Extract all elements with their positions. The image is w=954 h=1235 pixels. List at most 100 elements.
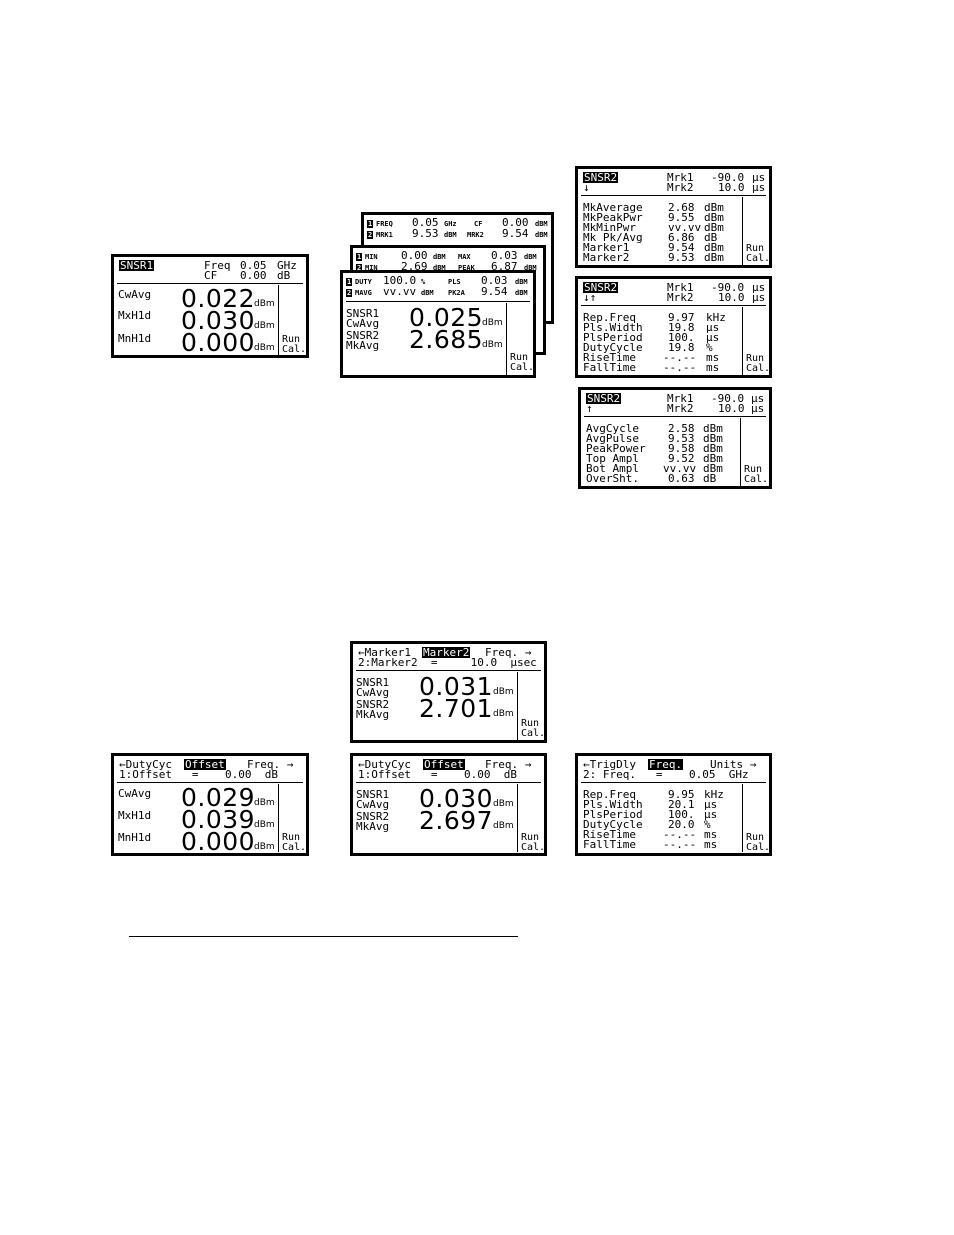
- divider: [278, 285, 279, 355]
- line1-label2: CF: [474, 220, 483, 228]
- line2-unit: dBM: [421, 289, 434, 297]
- edit-line[interactable]: 2:Marker2 = 10.0 µsec: [358, 656, 537, 669]
- sensor1-label: SNSR1: [356, 676, 390, 689]
- row-unit: kHz: [706, 311, 726, 324]
- menu-prev-item[interactable]: ←DutyCyc: [358, 758, 411, 771]
- row-label: PlsPeriod: [583, 808, 643, 821]
- sensor2-row-label: MkAvg: [356, 820, 390, 833]
- sensor1-value: 0.031: [419, 672, 494, 701]
- row-unit: dBm: [254, 798, 275, 808]
- cal-softkey[interactable]: Cal.: [744, 474, 769, 485]
- cal-softkey[interactable]: Cal.: [521, 728, 546, 739]
- sensor-label: SNSR2: [586, 392, 622, 405]
- row-value: 2.58: [668, 422, 695, 435]
- run-softkey[interactable]: Run: [510, 352, 529, 363]
- line2-label: MRK1: [376, 231, 393, 239]
- line2-value2: 9.54: [481, 285, 508, 298]
- row-label: CwAvg: [118, 288, 152, 301]
- row-label: Top Ampl: [586, 452, 639, 465]
- row-value: 9.54: [668, 241, 695, 254]
- row-label: CwAvg: [118, 787, 152, 800]
- edit-line[interactable]: 1:Offset = 0.00 dB: [358, 768, 517, 781]
- menu-prev-item[interactable]: ←TrigDly: [583, 758, 636, 771]
- run-softkey[interactable]: Run: [746, 832, 765, 843]
- marker1-label: Mrk1: [667, 392, 694, 405]
- menu-next-item[interactable]: Units →: [710, 758, 757, 771]
- cal-softkey[interactable]: Cal.: [510, 362, 535, 373]
- display-screen-marker-menu: ←Marker1 Marker2 Freq. → 2:Marker2 = 10.…: [350, 641, 547, 743]
- marker2-label: Mrk2: [667, 402, 694, 415]
- scroll-arrow-icon: ↑: [586, 402, 593, 415]
- line1-value2: 0.03: [481, 274, 508, 287]
- divider: [278, 784, 279, 852]
- sensor2-value: 2.697: [419, 806, 494, 835]
- row-label: Bot Ampl: [586, 462, 639, 475]
- row-label: RiseTime: [583, 828, 636, 841]
- scroll-arrows-icon: ↓↑: [583, 291, 597, 304]
- row-label: OverSht.: [586, 472, 639, 485]
- cal-softkey[interactable]: Cal.: [521, 842, 546, 853]
- edit-line[interactable]: 2: Freq. = 0.05 GHz: [583, 768, 749, 781]
- cal-softkey[interactable]: Cal.: [282, 344, 307, 355]
- row-unit: dBm: [254, 299, 275, 309]
- menu-next-item[interactable]: Freq. →: [247, 758, 294, 771]
- menu-next-item[interactable]: Freq. →: [485, 646, 532, 659]
- menu-selected-item[interactable]: Offset: [423, 758, 465, 771]
- run-softkey[interactable]: Run: [746, 353, 765, 364]
- sensor2-label: SNSR2: [346, 329, 380, 342]
- line2-index: 2: [367, 231, 374, 239]
- menu-selected-item[interactable]: Freq.: [648, 758, 684, 771]
- row-unit: dBm: [254, 321, 275, 331]
- row-label: AvgPulse: [586, 432, 639, 445]
- line1-unit: GHz: [444, 220, 457, 228]
- menu-selected-item[interactable]: Marker2: [422, 646, 471, 659]
- row-label: DutyCycle: [583, 341, 643, 354]
- line1-label: FREQ: [376, 220, 393, 228]
- sensor-label: SNSR2: [583, 281, 619, 294]
- display-screen-pulse-timing: SNSR2 ↓↑ Mrk1 -90.0 µs Mrk2 10.0 µs Rep.…: [575, 276, 772, 378]
- cal-softkey[interactable]: Cal.: [746, 842, 771, 853]
- row-unit: %: [704, 818, 711, 831]
- run-softkey[interactable]: Run: [282, 832, 301, 843]
- menu-next-item[interactable]: Freq. →: [485, 758, 532, 771]
- line2-unit2: dBM: [535, 231, 548, 239]
- cal-softkey[interactable]: Cal.: [746, 363, 771, 374]
- line2-value2: 6.87: [491, 260, 518, 273]
- menu-prev-item[interactable]: ←DutyCyc: [119, 758, 172, 771]
- line1-label2: MAX: [458, 253, 471, 261]
- line1-label: MIN: [365, 253, 378, 261]
- run-softkey[interactable]: Run: [282, 334, 301, 345]
- row-label: RiseTime: [583, 351, 636, 364]
- sensor2-row-label: MkAvg: [346, 339, 380, 352]
- run-softkey[interactable]: Run: [521, 718, 540, 729]
- row-label: DutyCycle: [583, 818, 643, 831]
- divider: [581, 782, 766, 783]
- run-softkey[interactable]: Run: [746, 243, 765, 254]
- row-value: 20.1: [668, 798, 695, 811]
- marker2-label: Mrk2: [667, 181, 694, 194]
- row-label: Marker2: [583, 251, 630, 264]
- menu-selected-item[interactable]: Offset: [184, 758, 226, 771]
- marker1-unit: µs: [752, 281, 766, 294]
- line2-index: 2: [346, 289, 353, 297]
- row-value: 9.58: [668, 442, 695, 455]
- row-label: MkAverage: [583, 201, 643, 214]
- sensor2-label: SNSR2: [356, 698, 390, 711]
- row-value: 100.: [668, 331, 695, 344]
- cal-softkey[interactable]: Cal.: [746, 253, 771, 264]
- line2-label: MIN: [365, 264, 378, 272]
- sensor2-value: 2.701: [419, 694, 494, 723]
- row-value: --.--: [663, 351, 697, 364]
- menu-prev-item[interactable]: ←Marker1: [358, 646, 411, 659]
- edit-line[interactable]: 1:Offset = 0.00 dB: [119, 768, 278, 781]
- row-unit: µs: [706, 321, 720, 334]
- row-label: FallTime: [583, 361, 636, 374]
- row-value: 0.030: [181, 306, 256, 335]
- line1-value: 100.0: [383, 274, 417, 287]
- run-softkey[interactable]: Run: [744, 464, 763, 475]
- run-softkey[interactable]: Run: [521, 832, 540, 843]
- divider: [742, 197, 743, 265]
- display-screen-sensor1-freq: SNSR1 Freq 0.05 GHz CF 0.00 dB CwAvg 0.0…: [111, 254, 309, 358]
- line2-value: 2.69: [401, 260, 428, 273]
- cal-softkey[interactable]: Cal.: [282, 842, 307, 853]
